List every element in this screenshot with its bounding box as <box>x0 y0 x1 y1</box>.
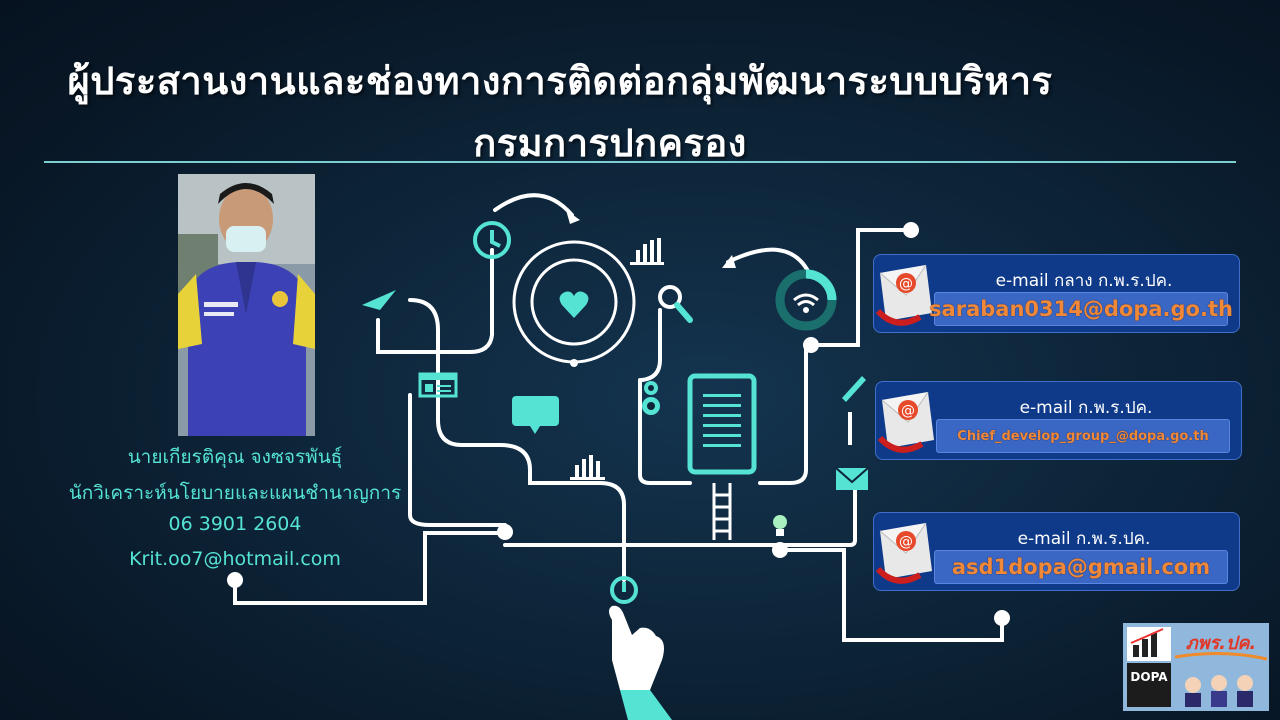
email-icon: @ <box>878 391 934 453</box>
dopa-logo: DOPA ภพร.ปค. <box>1123 623 1269 711</box>
svg-text:@: @ <box>899 276 913 292</box>
logo-script: ภพร.ปค. <box>1186 633 1257 654</box>
email-address[interactable]: asd1dopa@gmail.com <box>934 550 1228 584</box>
logo-text: DOPA <box>1130 670 1168 684</box>
person-email: Krit.oo7@hotmail.com <box>129 548 341 570</box>
email-icon: @ <box>876 264 932 326</box>
title-divider <box>44 161 1236 163</box>
email-card-asd: @ e-mail ก.พ.ร.ปค. asd1dopa@gmail.com <box>873 512 1240 591</box>
email-icon: @ <box>876 522 932 584</box>
page-title-line-2: กรมการปกครอง <box>473 121 747 165</box>
email-address[interactable]: saraban0314@dopa.go.th <box>929 292 1233 326</box>
person-position: นักวิเคราะห์นโยบายและแผนชำนาญการ <box>68 482 402 504</box>
svg-text:@: @ <box>901 403 915 419</box>
email-label: e-mail ก.พ.ร.ปค. <box>1019 398 1153 418</box>
email-label: e-mail ก.พ.ร.ปค. <box>1017 529 1151 549</box>
person-photo <box>178 174 315 436</box>
person-phone: 06 3901 2604 <box>168 513 302 535</box>
email-card-chief: @ e-mail ก.พ.ร.ปค. Chief_develop_group_@… <box>875 381 1242 460</box>
email-label: e-mail กลาง ก.พ.ร.ปค. <box>995 271 1173 291</box>
page-title-line-1: ผู้ประสานงานและช่องทางการติดต่อกลุ่มพัฒน… <box>67 59 1053 103</box>
person-name: นายเกียรติคุณ จงซจรพันธุ์ <box>127 446 343 468</box>
email-address[interactable]: Chief_develop_group_@dopa.go.th <box>936 419 1230 453</box>
svg-text:@: @ <box>899 534 913 550</box>
email-card-central: @ e-mail กลาง ก.พ.ร.ปค. saraban0314@dopa… <box>873 254 1240 333</box>
